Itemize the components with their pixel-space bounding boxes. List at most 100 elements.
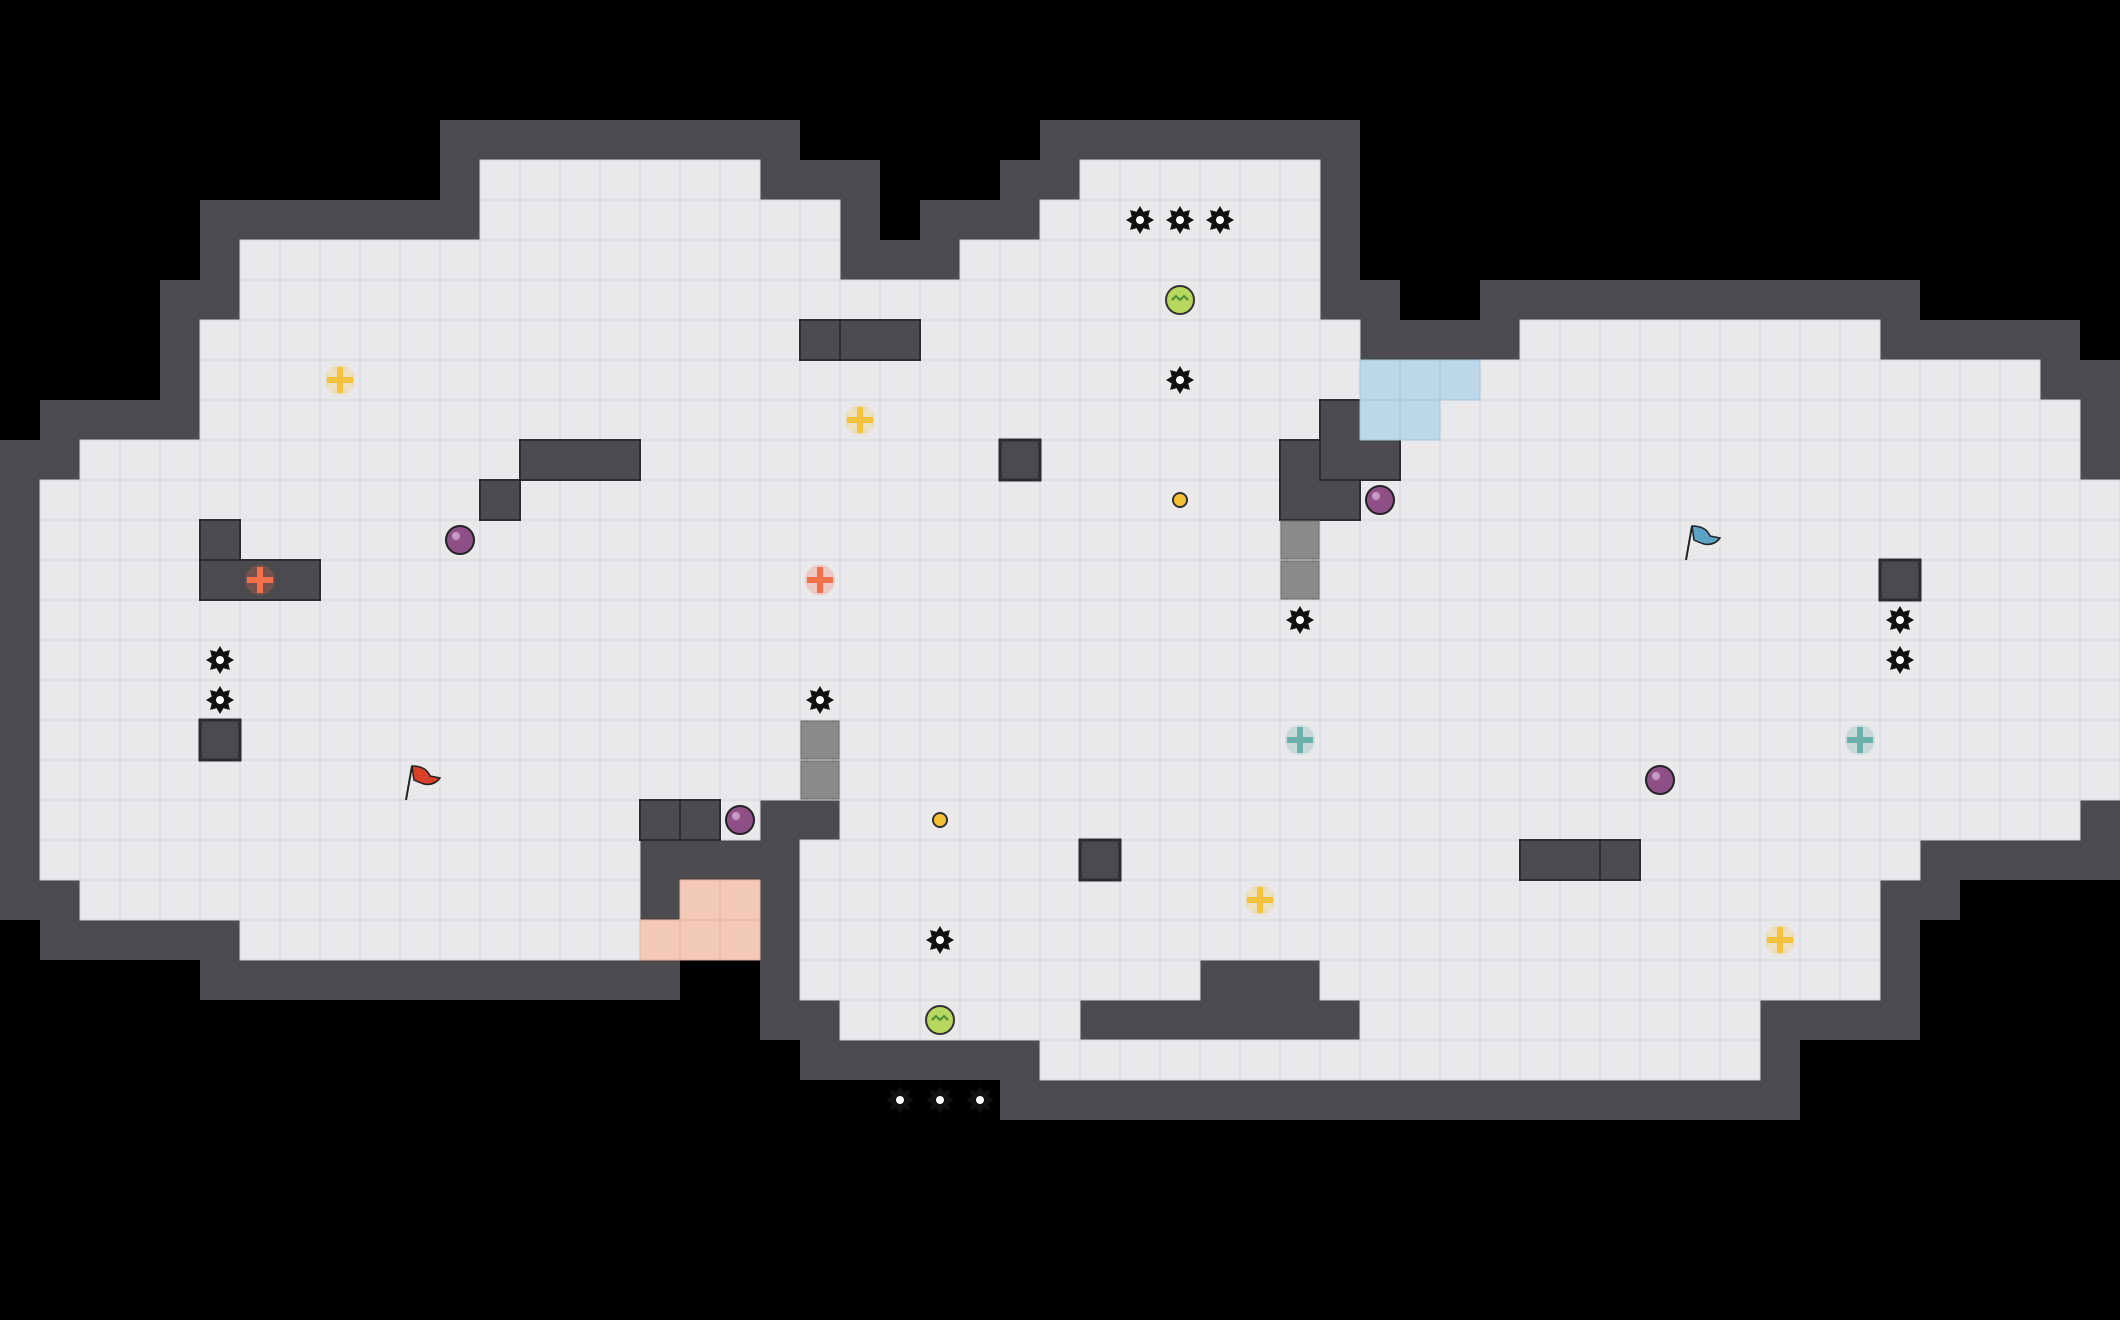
floor-tile bbox=[919, 639, 961, 681]
floor-tile bbox=[1199, 239, 1241, 281]
floor-tile bbox=[319, 879, 361, 921]
floor-tile bbox=[1119, 639, 1161, 681]
floor-tile bbox=[1959, 679, 2001, 721]
floor-tile bbox=[1679, 639, 1721, 681]
floor-tile bbox=[1119, 239, 1161, 281]
floor-tile bbox=[1119, 679, 1161, 721]
floor-tile bbox=[879, 839, 921, 881]
floor-tile bbox=[1999, 799, 2041, 841]
floor-tile bbox=[919, 759, 961, 801]
floor-tile bbox=[1399, 719, 1441, 761]
floor-tile bbox=[479, 559, 521, 601]
floor-tile bbox=[1119, 519, 1161, 561]
floor-tile bbox=[2039, 599, 2081, 641]
floor-tile bbox=[1599, 519, 1641, 561]
floor-tile bbox=[1199, 559, 1241, 601]
floor-tile bbox=[1279, 799, 1321, 841]
floor-tile bbox=[639, 199, 681, 241]
floor-tile bbox=[1399, 999, 1441, 1041]
floor-tile bbox=[1679, 319, 1721, 361]
blue-endzone-tile bbox=[1399, 359, 1441, 401]
floor-tile bbox=[439, 679, 481, 721]
floor-tile bbox=[1999, 679, 2041, 721]
floor-tile bbox=[1599, 879, 1641, 921]
floor-tile bbox=[1039, 959, 1081, 1001]
yellow-boost-icon bbox=[1765, 925, 1795, 955]
floor-tile bbox=[399, 319, 441, 361]
floor-tile bbox=[1519, 999, 1561, 1041]
floor-tile bbox=[1719, 639, 1761, 681]
red-flag-icon bbox=[405, 765, 442, 801]
floor-tile bbox=[1679, 959, 1721, 1001]
floor-tile bbox=[1199, 319, 1241, 361]
floor-tile bbox=[1799, 759, 1841, 801]
floor-tile bbox=[479, 759, 521, 801]
floor-tile bbox=[1719, 1039, 1761, 1081]
blue-team-boost-icon bbox=[1845, 725, 1875, 755]
floor-tile bbox=[1839, 319, 1881, 361]
floor-tile bbox=[1479, 519, 1521, 561]
gate-tile bbox=[800, 760, 840, 800]
floor-tile bbox=[559, 399, 601, 441]
floor-tile bbox=[879, 559, 921, 601]
floor-tile bbox=[1679, 679, 1721, 721]
floor-tile bbox=[1479, 679, 1521, 721]
floor-tile bbox=[159, 679, 201, 721]
floor-tile bbox=[359, 279, 401, 321]
floor-tile bbox=[1239, 159, 1281, 201]
floor-tile bbox=[1839, 399, 1881, 441]
floor-tile bbox=[599, 399, 641, 441]
floor-tile bbox=[319, 799, 361, 841]
floor-tile bbox=[1519, 359, 1561, 401]
floor-tile bbox=[1639, 879, 1681, 921]
floor-tile bbox=[1079, 439, 1121, 481]
floor-tile bbox=[599, 839, 641, 881]
floor-tile bbox=[1039, 559, 1081, 601]
floor-tile bbox=[1599, 959, 1641, 1001]
floor-tile bbox=[1959, 759, 2001, 801]
floor-tile bbox=[1799, 959, 1841, 1001]
floor-tile bbox=[1079, 679, 1121, 721]
floor-tile bbox=[1039, 639, 1081, 681]
floor-tile bbox=[839, 839, 881, 881]
floor-tile bbox=[759, 719, 801, 761]
button-icon bbox=[932, 812, 948, 828]
floor-tile bbox=[1439, 479, 1481, 521]
wall-block bbox=[998, 438, 1042, 482]
floor-tile bbox=[1199, 519, 1241, 561]
floor-tile bbox=[1159, 639, 1201, 681]
floor-tile bbox=[1359, 879, 1401, 921]
floor-tile bbox=[1119, 759, 1161, 801]
floor-tile bbox=[1399, 599, 1441, 641]
floor-tile bbox=[1559, 319, 1601, 361]
floor-tile bbox=[839, 919, 881, 961]
floor-tile bbox=[1359, 839, 1401, 881]
bomb-icon bbox=[725, 805, 755, 835]
floor-tile bbox=[1759, 439, 1801, 481]
floor-tile bbox=[1239, 319, 1281, 361]
floor-tile bbox=[1679, 439, 1721, 481]
floor-tile bbox=[199, 759, 241, 801]
floor-tile bbox=[479, 159, 521, 201]
floor-tile bbox=[319, 759, 361, 801]
floor-tile bbox=[1199, 919, 1241, 961]
floor-tile bbox=[759, 679, 801, 721]
floor-tile bbox=[1319, 599, 1361, 641]
floor-tile bbox=[1639, 959, 1681, 1001]
floor-tile bbox=[959, 959, 1001, 1001]
floor-tile bbox=[1119, 799, 1161, 841]
red-endzone-tile bbox=[719, 919, 761, 961]
floor-tile bbox=[1159, 319, 1201, 361]
floor-tile bbox=[1439, 999, 1481, 1041]
floor-tile bbox=[1839, 519, 1881, 561]
floor-tile bbox=[1759, 599, 1801, 641]
floor-tile bbox=[959, 279, 1001, 321]
floor-tile bbox=[1759, 759, 1801, 801]
floor-tile bbox=[599, 719, 641, 761]
floor-tile bbox=[639, 679, 681, 721]
floor-tile bbox=[359, 799, 401, 841]
floor-tile bbox=[199, 839, 241, 881]
floor-tile bbox=[1519, 519, 1561, 561]
floor-tile bbox=[599, 159, 641, 201]
floor-tile bbox=[1799, 599, 1841, 641]
